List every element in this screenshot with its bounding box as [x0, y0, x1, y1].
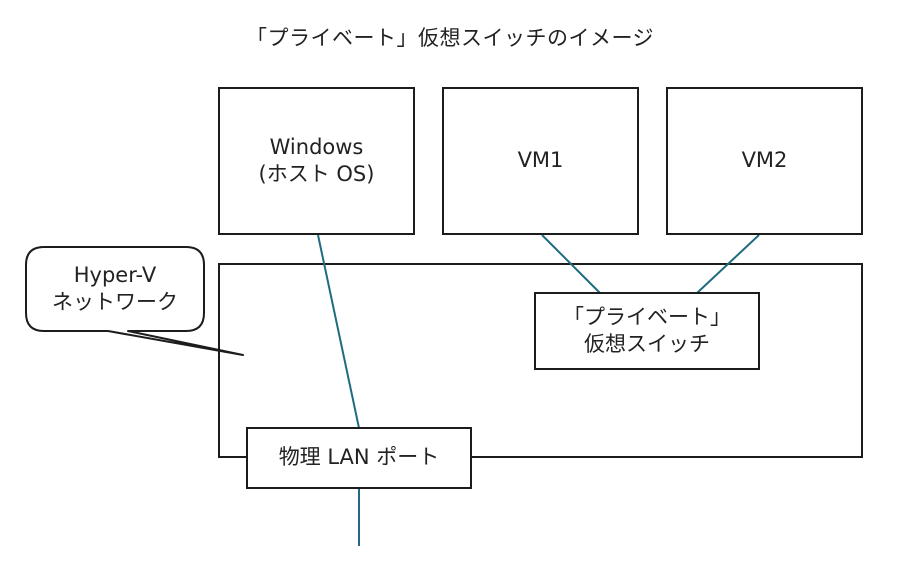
hyper-v-callout-bubble: [25, 246, 244, 356]
windows-host-label: Windows: [269, 134, 364, 159]
private-switch-box: 「プライベート」 仮想スイッチ: [534, 292, 760, 370]
vm2-box: VM2: [666, 87, 863, 235]
vm1-to-switch-line: [541, 234, 601, 294]
private-switch-sublabel: 仮想スイッチ: [584, 332, 710, 356]
windows-host-box: Windows (ホスト OS): [218, 87, 415, 235]
vm1-box: VM1: [442, 87, 639, 235]
windows-to-port-line: [317, 234, 360, 429]
hyper-v-callout: Hyper-V ネットワーク: [26, 247, 204, 331]
callout-line-2: ネットワーク: [52, 290, 178, 314]
vm2-to-switch-line: [696, 234, 760, 294]
callout-line-1: Hyper-V: [73, 262, 157, 287]
private-switch-label: 「プライベート」: [563, 304, 731, 329]
physical-lan-port-label: 物理 LAN ポート: [278, 445, 440, 470]
hyper-v-network-area: [218, 263, 863, 458]
windows-host-sublabel: (ホスト OS): [258, 162, 375, 186]
diagram-title: 「プライベート」仮想スイッチのイメージ: [245, 26, 655, 50]
vm2-label: VM2: [741, 148, 788, 172]
physical-lan-port-box: 物理 LAN ポート: [246, 427, 472, 489]
vm1-label: VM1: [517, 148, 564, 172]
